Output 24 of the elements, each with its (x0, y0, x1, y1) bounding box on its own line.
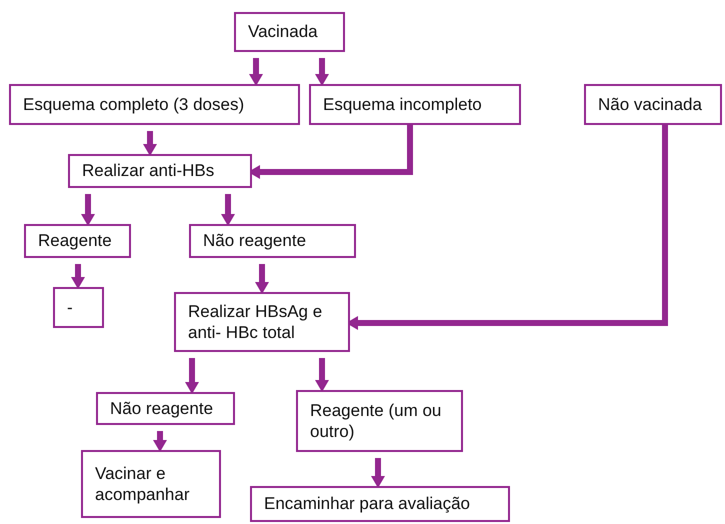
process-box: Realizar anti-HBs (68, 154, 252, 188)
process-box: Vacinar e acompanhar (81, 450, 221, 518)
arrow (249, 58, 263, 86)
arrow (143, 131, 157, 156)
process-box: Não reagente (189, 224, 356, 258)
arrow (185, 358, 199, 394)
arrow (255, 264, 269, 294)
arrow (153, 431, 167, 452)
process-box: Esquema incompleto (309, 84, 521, 125)
arrow (315, 58, 329, 86)
process-box: Realizar HBsAg e anti- HBc total (174, 292, 350, 352)
process-box: Vacinada (234, 12, 345, 52)
process-box: Esquema completo (3 doses) (9, 84, 300, 125)
process-box: Reagente (um ou outro) (296, 390, 463, 452)
process-box: - (53, 287, 104, 328)
arrow (221, 194, 235, 226)
process-box: Reagente (24, 224, 131, 258)
arrow (81, 194, 95, 226)
arrow (315, 358, 329, 392)
process-box: Não reagente (96, 392, 235, 425)
process-box: Não vacinada (584, 84, 722, 125)
process-box: Encaminhar para avaliação (250, 486, 510, 522)
arrow (71, 264, 85, 289)
arrow (371, 458, 385, 488)
